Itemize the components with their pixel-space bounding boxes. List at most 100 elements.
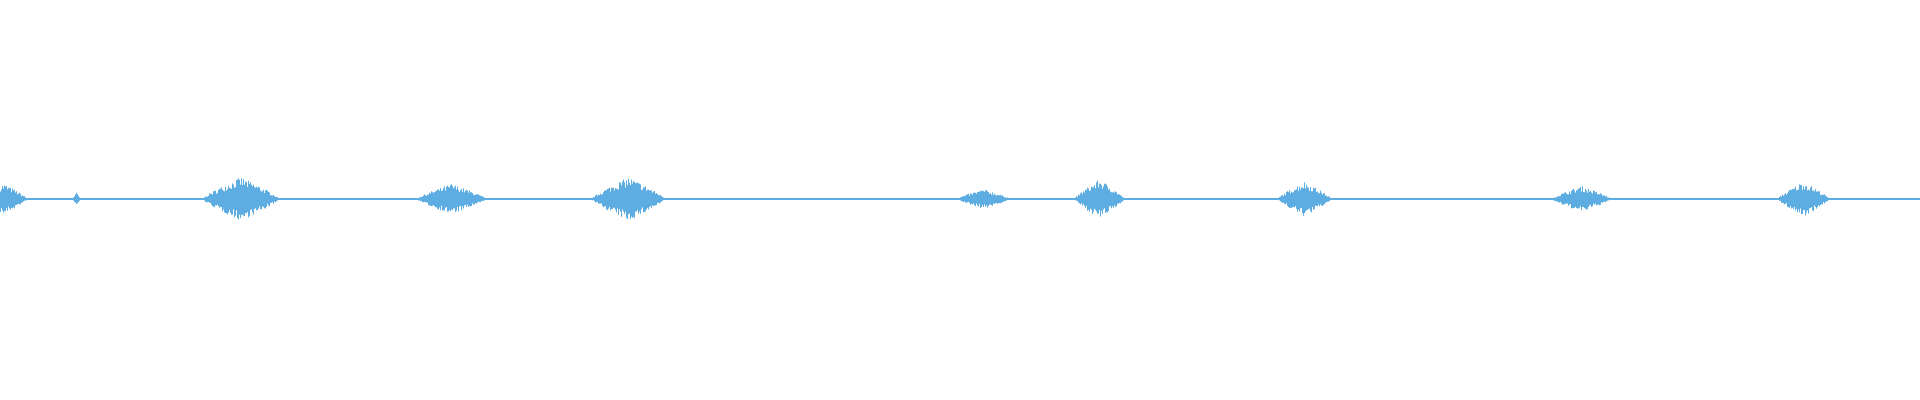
waveform-bar: [267, 190, 268, 204]
waveform-bar: [464, 192, 465, 206]
waveform-bar: [80, 198, 81, 200]
waveform-bar: [227, 189, 228, 215]
waveform-bar: [960, 197, 961, 201]
waveform-bar: [967, 194, 968, 203]
waveform-bar: [1087, 187, 1088, 211]
waveform-bar: [1590, 190, 1591, 205]
waveform-bar: [1569, 191, 1570, 205]
waveform-bar: [1559, 196, 1560, 203]
waveform-bar: [1105, 183, 1106, 213]
waveform-bar: [1599, 194, 1600, 206]
waveform-bar: [613, 187, 614, 208]
waveform-bar: [654, 190, 655, 206]
waveform-bar: [626, 180, 627, 218]
waveform-bar: [212, 194, 213, 207]
waveform-bar: [486, 198, 487, 200]
waveform-bar: [617, 189, 618, 209]
waveform-bar: [1281, 195, 1282, 203]
waveform-bar: [429, 192, 430, 206]
waveform-bar: [1576, 190, 1577, 208]
waveform-bar: [1003, 196, 1004, 202]
waveform-bar: [454, 187, 455, 209]
waveform-bar: [991, 194, 992, 206]
waveform-bar: [1077, 196, 1078, 202]
waveform-bar: [256, 186, 257, 211]
waveform-bar: [421, 196, 422, 201]
waveform-bar: [1800, 184, 1801, 209]
waveform-bar: [1083, 191, 1084, 205]
waveform-bar: [647, 189, 648, 208]
waveform-bar: [17, 194, 18, 205]
waveform-bar: [1791, 189, 1792, 209]
waveform-bar: [956, 198, 957, 200]
waveform-bar: [452, 186, 453, 211]
waveform-bar: [620, 182, 621, 212]
waveform-bar: [1326, 195, 1327, 203]
waveform-bar: [1794, 188, 1795, 207]
waveform-bar: [1783, 195, 1784, 204]
waveform-bar: [481, 196, 482, 201]
waveform-bar: [981, 190, 982, 207]
waveform-bar: [604, 190, 605, 207]
waveform-bar: [999, 195, 1000, 203]
waveform-bar: [1823, 194, 1824, 203]
waveform-bar: [1082, 194, 1083, 206]
waveform-bar: [1802, 189, 1803, 214]
waveform-bar: [1122, 197, 1123, 202]
waveform-bar: [591, 198, 592, 200]
waveform-bar: [1280, 196, 1281, 202]
waveform-bar: [656, 193, 657, 205]
waveform-bar: [432, 192, 433, 206]
waveform-bar: [645, 186, 646, 212]
waveform-bar: [1116, 192, 1117, 207]
waveform-bar: [1323, 193, 1324, 205]
waveform-bar: [611, 187, 612, 209]
waveform-bar: [633, 181, 634, 217]
waveform-bar: [276, 197, 277, 202]
waveform-bar: [1324, 193, 1325, 205]
waveform-bar: [1282, 195, 1283, 203]
waveform-bar: [1118, 193, 1119, 204]
waveform-bar: [258, 186, 259, 209]
waveform-bar: [1595, 192, 1596, 204]
waveform-bar: [1008, 198, 1009, 200]
waveform-bar: [1121, 195, 1122, 202]
waveform-bar: [1284, 193, 1285, 204]
waveform-bar: [1575, 192, 1576, 207]
waveform-bar: [1598, 194, 1599, 205]
waveform-bar: [1806, 185, 1807, 213]
waveform-bar: [419, 197, 420, 201]
waveform-bar: [23, 196, 24, 202]
waveform-bar: [247, 186, 248, 213]
waveform-bar: [605, 190, 606, 207]
waveform-bar: [73, 197, 74, 201]
waveform-bar: [7, 189, 8, 211]
waveform-bar: [1578, 188, 1579, 209]
waveform-bar: [225, 186, 226, 214]
waveform-bar: [1330, 197, 1331, 200]
waveform-bar: [629, 182, 630, 214]
waveform-bar: [1287, 191, 1288, 206]
waveform-bar: [1301, 187, 1302, 209]
waveform-bar: [1564, 192, 1565, 204]
waveform-bar: [1799, 184, 1800, 213]
waveform-bar: [618, 189, 619, 215]
waveform-bar: [1304, 182, 1305, 214]
waveform-bar: [1322, 194, 1323, 207]
waveform-bar: [1824, 194, 1825, 204]
waveform-bar: [1784, 194, 1785, 205]
waveform-bar: [1001, 195, 1002, 203]
waveform-bar: [456, 189, 457, 211]
waveform-bar: [436, 190, 437, 208]
waveform-bar: [1807, 190, 1808, 211]
waveform-bar: [1112, 192, 1113, 207]
waveform-bar: [1607, 197, 1608, 201]
waveform-bar: [1297, 186, 1298, 212]
waveform-bar: [1782, 194, 1783, 203]
waveform-bar: [477, 194, 478, 203]
waveform-bar: [969, 195, 970, 203]
waveform-bar: [216, 193, 217, 206]
waveform-bar: [1006, 197, 1007, 201]
waveform-bar: [459, 192, 460, 207]
